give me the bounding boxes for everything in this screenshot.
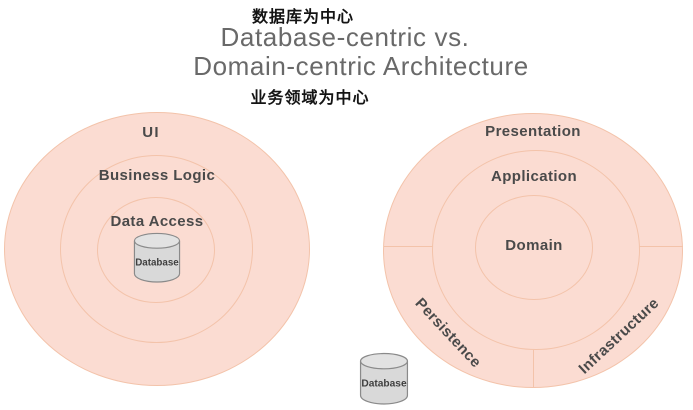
cylinder-body [359, 361, 409, 405]
right-ring-divider-bottom [533, 350, 534, 388]
right-inner-ring [475, 195, 593, 300]
database-cylinder-icon: Database [133, 232, 181, 283]
left-database-label: Database [135, 257, 179, 268]
right-outer-ring-label: Presentation [485, 123, 581, 140]
right-ring-divider-left [384, 246, 433, 247]
title-line-2: Domain-centric Architecture [193, 51, 529, 81]
right-middle-ring-label: Application [490, 168, 578, 185]
right-inner-ring-label: Domain [505, 237, 563, 254]
right-ring-divider-right [639, 246, 683, 247]
top-annotation-chinese: 数据库为中心 [251, 9, 355, 26]
left-middle-ring-label: Business Logic [98, 167, 216, 184]
title-line-1: Database-centric vs. [220, 22, 470, 52]
left-inner-ring-label: Data Access [110, 213, 204, 230]
database-cylinder-icon: Database [359, 352, 409, 405]
cylinder-top [359, 352, 409, 370]
cylinder-body [133, 240, 181, 283]
right-database-label: Database [361, 379, 407, 390]
cylinder-top [133, 232, 181, 249]
left-outer-ring-label: UI [142, 124, 160, 141]
bottom-annotation-chinese: 业务领域为中心 [250, 90, 370, 107]
left-middle-ring [60, 155, 253, 343]
